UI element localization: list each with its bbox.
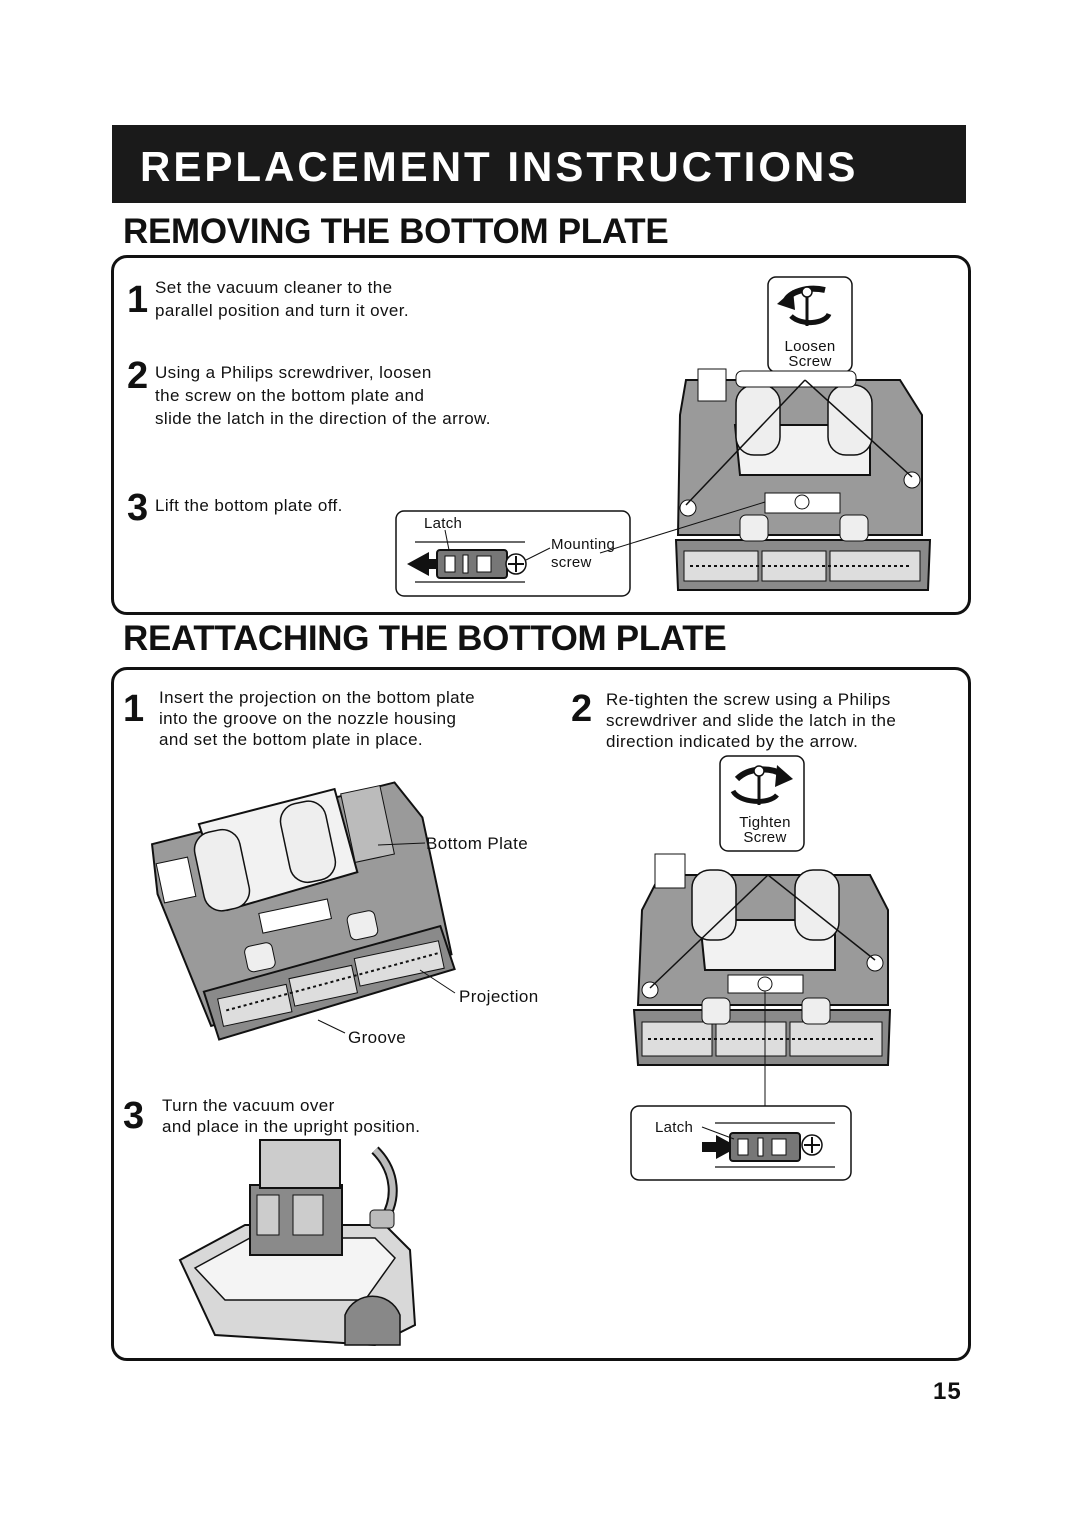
- latch-tighten-diagram: [630, 1105, 852, 1181]
- removing-section-title: REMOVING THE BOTTOM PLATE: [123, 212, 669, 251]
- latch-detail-diagram: [395, 510, 631, 597]
- page-number: 15: [933, 1378, 962, 1405]
- latch-arrow-icon: [702, 1135, 738, 1159]
- latch-arrow-icon: [407, 552, 445, 576]
- removing-step-1-text: Set the vacuum cleaner to the parallel p…: [155, 278, 410, 320]
- projection-label: Projection: [459, 987, 539, 1006]
- removing-step-1-number: 1: [127, 279, 149, 321]
- reattaching-step-1-number: 1: [123, 688, 145, 730]
- removing-step-2-text: Using a Philips screwdriver, loosen the …: [155, 363, 491, 428]
- removing-step-3-text: Lift the bottom plate off.: [155, 496, 343, 515]
- upright-vacuum-diagram: [178, 1139, 417, 1347]
- screw-head-icon: [801, 1134, 823, 1156]
- vacuum-underside-tighten-diagram: [632, 853, 892, 1106]
- loosen-screw-icon: [777, 285, 832, 326]
- loosen-screw-label: Loosen Screw: [784, 338, 836, 370]
- mounting-label-1: Mounting: [551, 536, 616, 553]
- tighten-screw-label: Tighten Screw: [739, 814, 791, 846]
- reattaching-step-1-text: Insert the projection on the bottom plat…: [159, 688, 475, 749]
- vacuum-underside-diagram: [599, 368, 932, 591]
- bottom-plate-label: Bottom Plate: [426, 834, 529, 853]
- reattaching-step-2-text: Re-tighten the screw using a Philips scr…: [606, 690, 897, 751]
- latch-label: Latch: [424, 515, 463, 532]
- mounting-label-2: screw: [551, 554, 592, 571]
- title-banner: REPLACEMENT INSTRUCTIONS: [112, 125, 966, 203]
- screw-head-icon: [505, 553, 527, 575]
- groove-label: Groove: [348, 1028, 407, 1047]
- removing-step-2-number: 2: [127, 355, 149, 397]
- reattaching-step-2-number: 2: [571, 688, 593, 730]
- reattaching-step-3-text: Turn the vacuum over and place in the up…: [162, 1096, 421, 1136]
- bottom-plate-insertion-diagram: [150, 781, 456, 1041]
- tighten-screw-icon: [730, 765, 793, 805]
- removing-step-3-number: 3: [127, 487, 149, 529]
- page-title: REPLACEMENT INSTRUCTIONS: [140, 143, 859, 190]
- latch-tighten-label: Latch: [655, 1119, 694, 1136]
- tighten-screw-diagram: [719, 755, 805, 852]
- reattaching-step-3-number: 3: [123, 1095, 145, 1137]
- reattaching-section-title: REATTACHING THE BOTTOM PLATE: [123, 619, 727, 658]
